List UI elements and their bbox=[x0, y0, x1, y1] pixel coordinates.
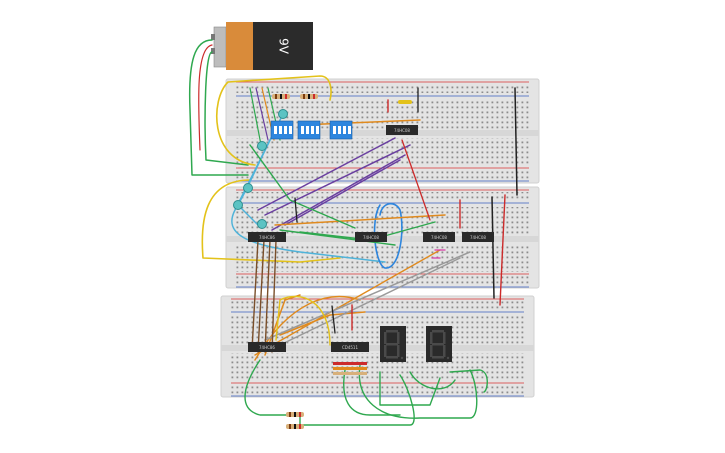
battery-label: 9V bbox=[277, 38, 291, 55]
dip-switch-3[interactable] bbox=[329, 120, 353, 140]
chip-mid-1[interactable]: 74HC08 bbox=[355, 232, 387, 242]
chip-label: 74HC86 bbox=[259, 235, 275, 240]
dip-switch-2[interactable] bbox=[297, 120, 321, 140]
chip-label: 74HC08 bbox=[363, 235, 379, 240]
chip-mid-3[interactable]: 74HC08 bbox=[462, 232, 494, 242]
chip-label: 74HC08 bbox=[431, 235, 447, 240]
dip-switch-1[interactable] bbox=[270, 120, 294, 140]
resistor[interactable] bbox=[286, 424, 304, 429]
resistor[interactable] bbox=[300, 94, 318, 99]
seven-segment-display-1[interactable]: 8 bbox=[0, 0, 406, 362]
segment-digit-icon bbox=[384, 330, 404, 360]
chip-bot-decoder[interactable]: CD4511 bbox=[331, 342, 369, 352]
potentiometers[interactable] bbox=[233, 109, 288, 229]
potentiometer-knob-icon[interactable] bbox=[278, 109, 288, 119]
potentiometer-knob-icon[interactable] bbox=[233, 200, 243, 210]
potentiometer-knob-icon[interactable] bbox=[257, 219, 267, 229]
potentiometer-knob-icon[interactable] bbox=[243, 183, 253, 193]
chip-top-right[interactable]: 74HC08 bbox=[386, 125, 418, 135]
chip-mid-2[interactable]: 74HC08 bbox=[423, 232, 455, 242]
chip-mid-left[interactable]: 74HC86 bbox=[248, 232, 286, 242]
resistor-array[interactable] bbox=[333, 362, 367, 375]
resistor[interactable] bbox=[272, 94, 290, 99]
resistor[interactable] bbox=[286, 412, 304, 417]
battery-body bbox=[253, 22, 313, 70]
display-digit: 8 bbox=[0, 0, 1, 1]
chip-label: 74HC86 bbox=[259, 345, 275, 350]
segment-digit-icon bbox=[430, 330, 450, 360]
battery-cap bbox=[226, 22, 253, 70]
chip-label: 74HC08 bbox=[470, 235, 486, 240]
potentiometer-knob-icon[interactable] bbox=[257, 141, 267, 151]
battery-9v[interactable]: 9V bbox=[211, 22, 313, 70]
resistors[interactable] bbox=[272, 94, 412, 429]
display-digit: 8 bbox=[0, 0, 1, 1]
chip-label: CD4511 bbox=[342, 345, 359, 350]
chip-label: 74HC08 bbox=[394, 128, 410, 133]
resistor[interactable] bbox=[398, 100, 412, 104]
seven-segment-display-2[interactable]: 8 bbox=[0, 0, 452, 362]
chip-bot-left[interactable]: 74HC86 bbox=[248, 342, 286, 352]
